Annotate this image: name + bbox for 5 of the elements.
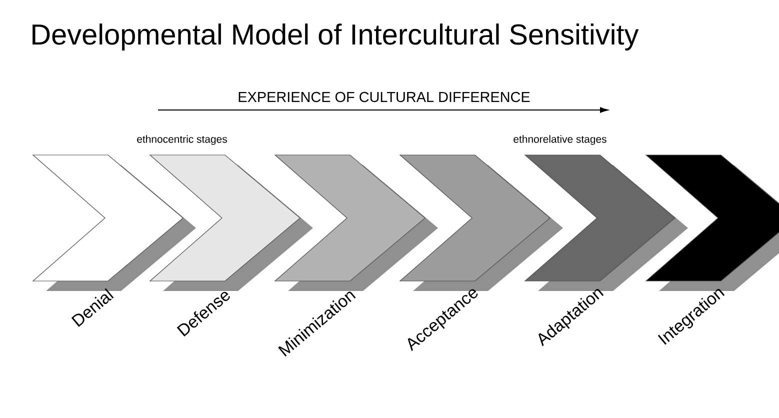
group-label: ethnorelative stages (514, 135, 606, 145)
axis-label: EXPERIENCE OF CULTURAL DIFFERENCE (238, 92, 530, 102)
title: Developmental Model of Intercultural Sensitivity (32, 24, 639, 50)
group-label: ethnocentric stages (137, 135, 227, 145)
stage-block (645, 154, 779, 291)
